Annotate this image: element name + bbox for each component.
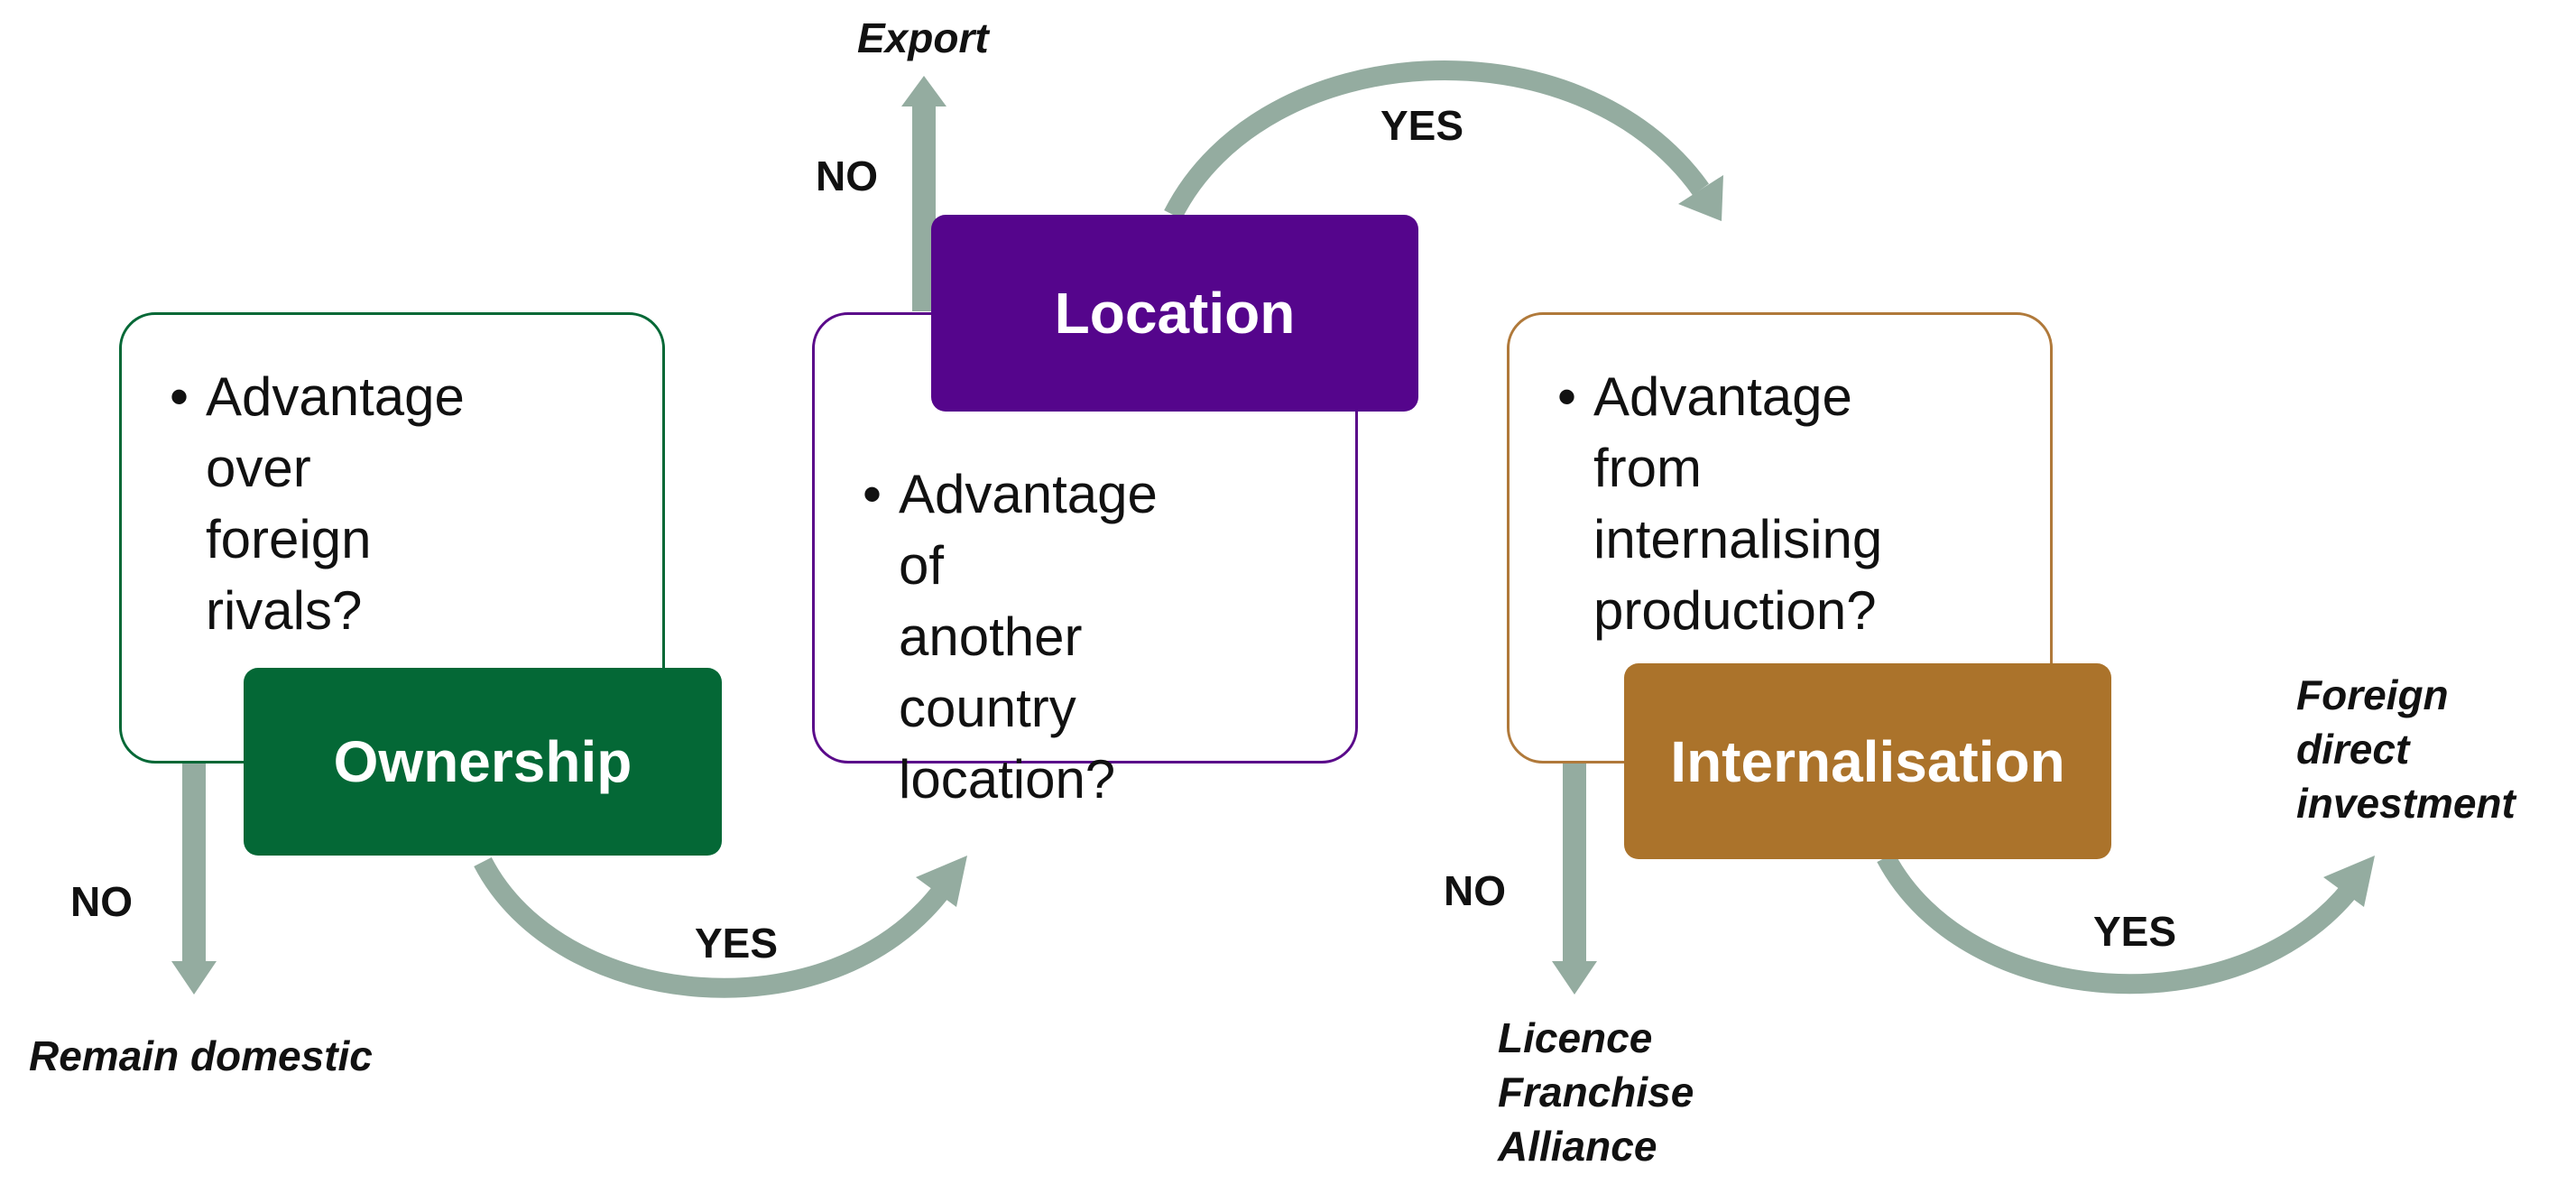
- ownership-no-label: NO: [70, 878, 133, 925]
- outcome-line: Licence: [1498, 1014, 1653, 1061]
- internalisation-question-line: internalising: [1593, 509, 1883, 569]
- location-yes-arrowhead: [1678, 175, 1723, 221]
- location-yes-arrow: [1164, 60, 1709, 219]
- outcome-line: investment: [2296, 780, 2516, 827]
- location-label: Location: [931, 215, 1418, 412]
- location-question-line: another: [899, 606, 1083, 667]
- location-question-line: location?: [899, 749, 1116, 810]
- ownership-no-outcome: Remain domestic: [29, 1032, 373, 1079]
- internalisation-no-arrowhead: [1552, 961, 1597, 995]
- outcome-line: direct: [2296, 726, 2410, 773]
- ownership-question-line: rivals?: [206, 580, 363, 641]
- location-no-outcome: Export: [857, 14, 989, 61]
- location-question-text: Advantage of another country location?: [899, 458, 1158, 815]
- internalisation-yes-outcome: Foreign direct investment: [2296, 668, 2516, 830]
- location-no-label: NO: [816, 153, 878, 199]
- location-yes-label: YES: [1380, 102, 1464, 149]
- bullet-icon: •: [863, 464, 882, 524]
- ownership-question-line: over foreign: [206, 438, 372, 569]
- internalisation-yes-arrowhead: [2323, 856, 2375, 907]
- internalisation-no-outcome: Licence Franchise Alliance: [1498, 1011, 1694, 1173]
- internalisation-question-line: Advantage: [1593, 366, 1852, 427]
- internalisation-question-line: from: [1593, 438, 1702, 498]
- ownership-question-text: Advantage over foreign rivals?: [206, 361, 465, 646]
- outcome-line: Foreign: [2296, 671, 2449, 718]
- ownership-yes-arrow: [474, 856, 951, 998]
- internalisation-question-text: Advantage from internalising production?: [1593, 361, 1882, 646]
- outcome-line: Franchise: [1498, 1069, 1694, 1115]
- internalisation-yes-label: YES: [2093, 908, 2177, 955]
- location-no-arrowhead: [901, 76, 946, 106]
- ownership-question-line: Advantage: [206, 366, 465, 427]
- internalisation-label: Internalisation: [1624, 663, 2111, 859]
- ownership-yes-arrowhead: [916, 856, 967, 907]
- bullet-icon: •: [1557, 366, 1577, 427]
- outcome-line: Alliance: [1498, 1123, 1657, 1170]
- ownership-yes-label: YES: [695, 920, 779, 967]
- ownership-no-arrowhead: [171, 961, 217, 995]
- internalisation-question-line: production?: [1593, 580, 1877, 641]
- internalisation-no-label: NO: [1444, 867, 1506, 914]
- internalisation-yes-arrow: [1877, 852, 2359, 995]
- bullet-icon: •: [170, 366, 189, 427]
- ownership-label: Ownership: [244, 668, 722, 856]
- location-question-line: Advantage of: [899, 464, 1158, 596]
- location-question-line: country: [899, 678, 1076, 738]
